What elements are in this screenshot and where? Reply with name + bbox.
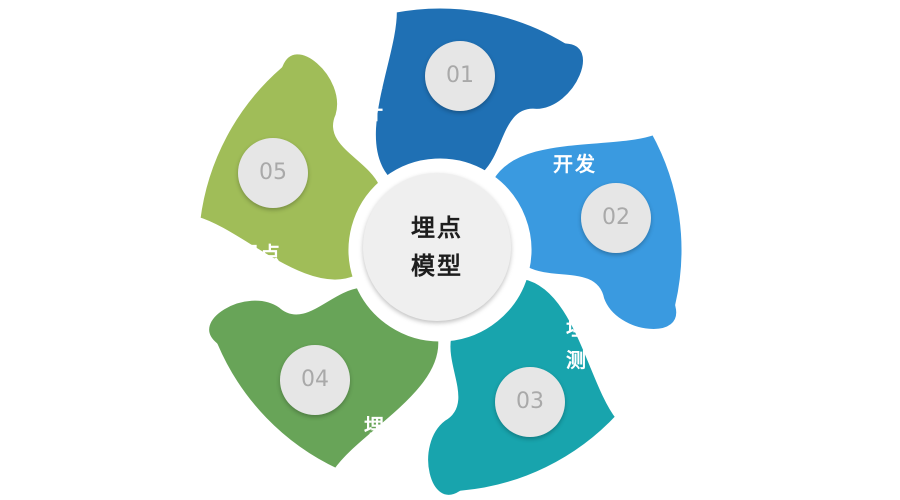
- step-04-number-badge: 04: [280, 345, 350, 415]
- step-02-label: 埋点 开发: [530, 116, 620, 180]
- step-01-label-line1: 埋点: [341, 68, 385, 92]
- step-03-label: 埋点 测试: [543, 312, 633, 376]
- step-01-number-badge: 01: [425, 41, 495, 111]
- center-hub: 埋点 模型: [363, 173, 511, 321]
- step-02-number-badge: 02: [581, 183, 651, 253]
- step-02-label-line2: 开发: [553, 152, 597, 176]
- step-05-label-line1: 埋点: [238, 242, 282, 266]
- step-03-label-line2: 测试: [566, 348, 610, 372]
- step-03-label-line1: 埋点: [566, 316, 610, 340]
- step-05-number-badge: 05: [238, 138, 308, 208]
- step-02-label-line1: 埋点: [553, 120, 597, 144]
- step-05-label: 埋点 下线: [215, 238, 305, 302]
- step-05-label-line2: 下线: [238, 274, 282, 298]
- step-04-label: 埋点 上线: [341, 410, 431, 474]
- step-03-number-badge: 03: [495, 367, 565, 437]
- center-label-line2: 模型: [411, 252, 463, 280]
- step-01-label-line2: 设计: [341, 100, 385, 124]
- step-01-label: 埋点 设计: [318, 64, 408, 128]
- step-04-label-line2: 上线: [364, 446, 408, 470]
- center-label-line1: 埋点: [411, 214, 463, 242]
- step-04-label-line1: 埋点: [364, 414, 408, 438]
